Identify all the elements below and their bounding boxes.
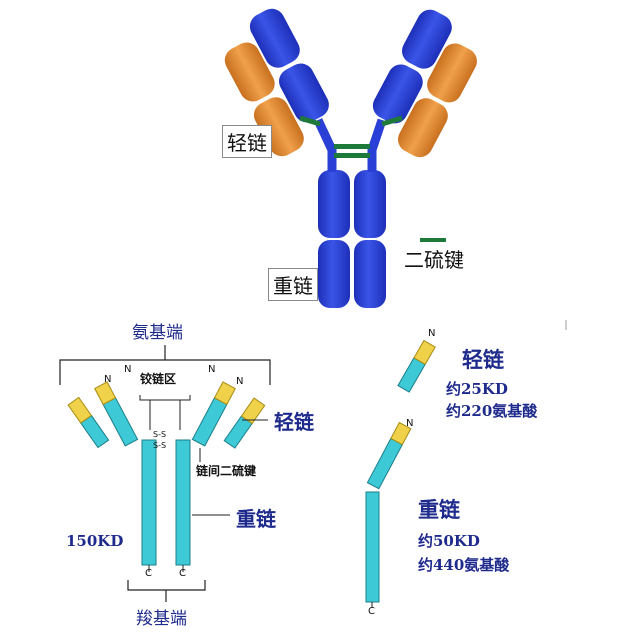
left-heavy-vh [249, 8, 300, 68]
top-light-chain-label: 轻链 [222, 125, 272, 158]
n-marker-1: N [104, 374, 112, 385]
schematic-heavy-right-arm [191, 396, 228, 447]
schematic-heavy-right [175, 439, 191, 566]
right-light-weight: 约25KD [446, 380, 508, 398]
isolated-light-cl [397, 357, 426, 393]
schematic-heavy-chain-label: 重链 [236, 507, 276, 531]
right-c-marker: C [368, 606, 375, 617]
n-marker-2: N [124, 364, 132, 375]
amino-terminal-label: 氨基端 [132, 323, 183, 343]
schematic-light-chain-label: 轻链 [274, 410, 314, 434]
hinge-region-label: 铰链区 [140, 372, 177, 386]
right-heavy-ch1 [372, 64, 423, 124]
molecular-weight-label: 150KD [66, 532, 124, 550]
hinge-right [367, 118, 387, 172]
heavy-ch3-right [354, 240, 386, 308]
right-heavy-chain-label: 重链 [418, 497, 460, 522]
schematic-light-left-vl [67, 396, 93, 424]
right-heavy-vh [401, 9, 452, 69]
ss-marker-1: S-S [153, 430, 167, 439]
top-disulfide-label: 二硫键 [404, 248, 464, 272]
heavy-ch2-right [354, 170, 386, 238]
n-marker-3: N [208, 364, 216, 375]
right-arm-disulfide [381, 115, 403, 127]
c-marker-2: C [179, 568, 186, 579]
right-n-marker-1: N [428, 328, 436, 339]
left-light-vl [224, 42, 275, 102]
right-heavy-weight: 约50KD [418, 532, 480, 550]
hinge-left [313, 118, 337, 172]
isolated-light-vl [413, 339, 436, 366]
schematic-heavy-left [141, 439, 157, 566]
schematic-heavy-left-vh [94, 381, 117, 406]
right-light-residues: 约220氨基酸 [446, 402, 538, 420]
right-n-marker-2: N [406, 418, 414, 429]
isolated-heavy-stem [365, 491, 380, 603]
left-heavy-ch1 [279, 63, 329, 123]
schematic-heavy-right-vh [213, 381, 236, 406]
ss-marker-2: S-S [153, 441, 167, 450]
right-light-chain-label: 轻链 [462, 347, 504, 372]
c-marker-1: C [145, 568, 152, 579]
heavy-ch3-left [318, 240, 350, 308]
left-arm-disulfide [299, 115, 321, 127]
isolated-heavy-vh [390, 421, 412, 446]
heavy-ch2-left [318, 170, 350, 238]
right-light-cl [397, 98, 448, 158]
interchain-disulfide-label: 链间二硫键 [196, 464, 257, 478]
hinge-bracket [139, 395, 191, 401]
carboxyl-terminal-label: 羧基端 [136, 609, 187, 629]
hinge-disulfide-2 [334, 153, 370, 158]
isolated-heavy-arm [366, 437, 404, 490]
n-marker-4: N [236, 376, 244, 387]
right-heavy-residues: 约440氨基酸 [418, 556, 510, 574]
right-light-vl [427, 43, 477, 103]
carboxyl-bracket [127, 580, 206, 591]
top-heavy-chain-label: 重链 [268, 268, 318, 301]
hinge-disulfide-1 [334, 144, 370, 149]
